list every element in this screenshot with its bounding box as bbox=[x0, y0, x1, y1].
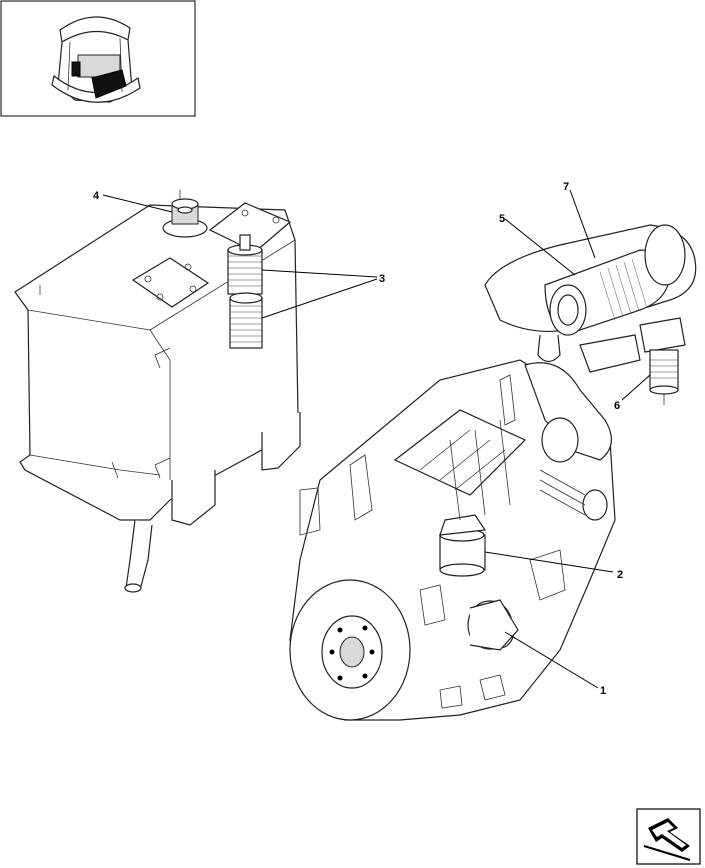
air-filter[interactable] bbox=[484, 224, 697, 373]
callout-7: 7 bbox=[563, 181, 569, 193]
oil-filter[interactable] bbox=[467, 599, 519, 651]
filter-elements[interactable] bbox=[227, 234, 263, 349]
callout-3: 3 bbox=[379, 273, 385, 285]
engine-fuel-filter[interactable] bbox=[439, 514, 487, 577]
callout-labels: 1 2 3 4 5 6 7 bbox=[93, 181, 623, 697]
machine-overview-thumbnail[interactable] bbox=[0, 0, 196, 117]
fuel-prefilter[interactable] bbox=[639, 317, 686, 405]
engine bbox=[289, 359, 616, 721]
callout-5: 5 bbox=[499, 213, 505, 225]
filler-cap[interactable] bbox=[162, 190, 208, 238]
callout-4: 4 bbox=[93, 190, 100, 202]
tank bbox=[14, 202, 301, 593]
leader-lines bbox=[102, 189, 651, 689]
callout-1: 1 bbox=[600, 685, 606, 697]
callout-6: 6 bbox=[614, 400, 620, 412]
next-page-arrow-icon[interactable] bbox=[636, 808, 701, 865]
callout-2: 2 bbox=[617, 569, 623, 581]
